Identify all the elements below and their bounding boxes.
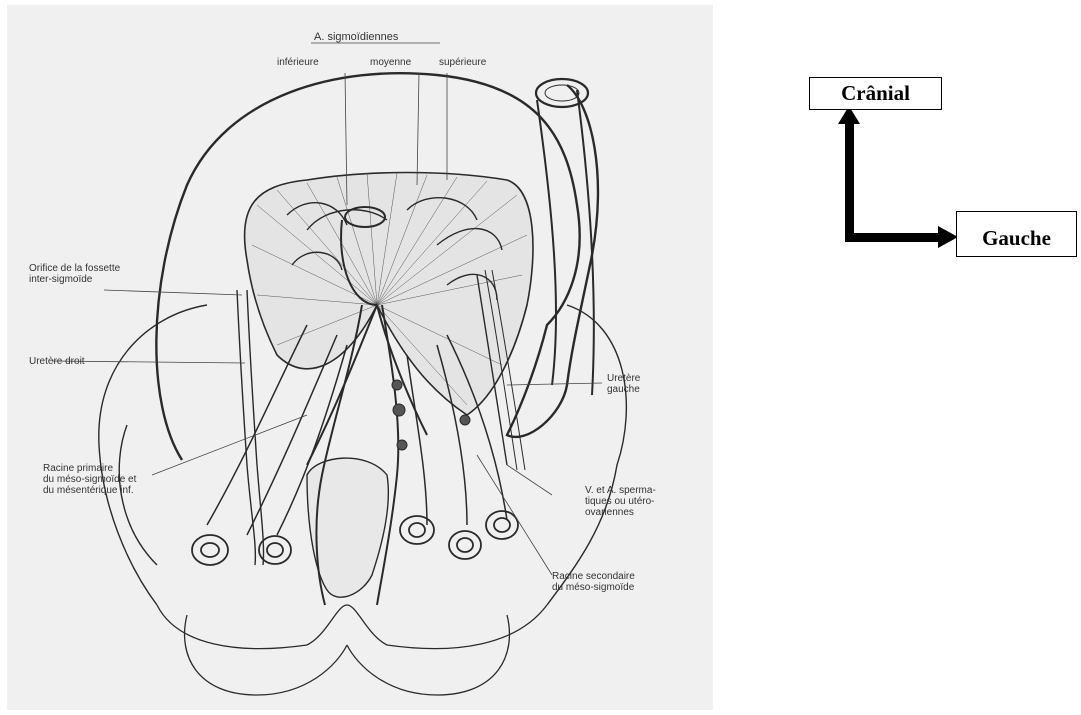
- label-moyenne: moyenne: [370, 57, 411, 68]
- label-uretere-droit: Uretère droit: [29, 356, 85, 367]
- label-orifice: Orifice de la fossette inter-sigmoïde: [29, 263, 120, 285]
- label-racine-secondaire: Racine secondaire du méso-sigmoïde: [552, 571, 635, 593]
- label-inferieure: inférieure: [277, 57, 319, 68]
- label-superieure: supérieure: [439, 57, 486, 68]
- descending-colon: [537, 90, 594, 395]
- label-spermatiques: V. et A. sperma- tiques ou utéro- ovarie…: [585, 485, 656, 518]
- pelvis-lower: [157, 605, 547, 649]
- arteries-header: A. sigmoïdiennes: [314, 32, 398, 43]
- arrow-horizontal-shaft: [845, 233, 942, 242]
- arrow-right-head: [938, 226, 958, 248]
- pubic-arch: [185, 615, 510, 695]
- label-racine-primaire: Racine primaire du méso-sigmoïde et du m…: [43, 463, 136, 496]
- anatomy-figure: A. sigmoïdiennes inférieure moyenne supé…: [7, 5, 713, 710]
- cranial-label: Crânial: [809, 77, 942, 110]
- right-ureter: [237, 290, 264, 565]
- arrow-vertical-shaft: [845, 122, 854, 242]
- sigmoid-anatomy-drawing: [7, 5, 713, 710]
- colon-section-top: [536, 79, 588, 107]
- gauche-label: Gauche: [956, 211, 1077, 257]
- label-uretere-gauche: Uretère gauche: [607, 373, 640, 395]
